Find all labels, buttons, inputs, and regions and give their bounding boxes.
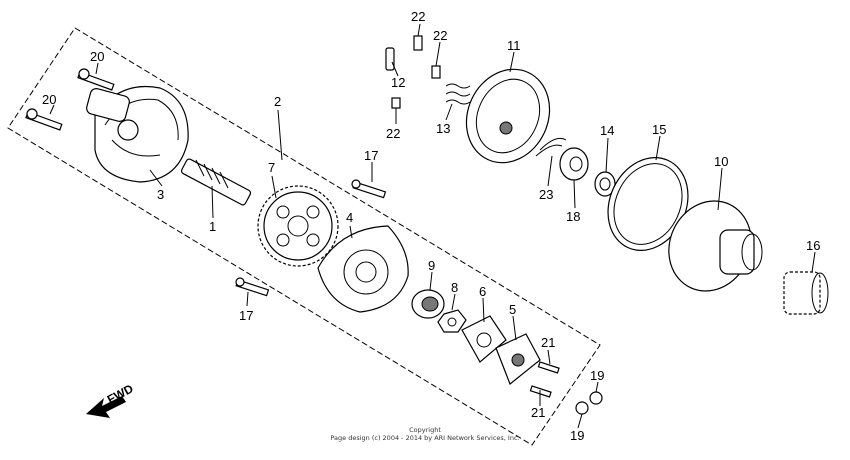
callout-21: 21 [531, 405, 545, 420]
assembly-outline [7, 27, 601, 446]
callout-6: 6 [479, 284, 486, 299]
callout-3: 3 [157, 187, 164, 202]
part-4-housing[interactable] [317, 225, 409, 313]
part-22-screw-c[interactable] [391, 97, 401, 109]
part-14-washer[interactable] [594, 171, 616, 197]
part-15-gasket[interactable] [593, 144, 702, 263]
part-18-collar[interactable] [559, 147, 589, 181]
callout-17: 17 [364, 148, 378, 163]
part-1-shaft[interactable] [180, 158, 252, 206]
part-13-spring[interactable] [445, 83, 471, 105]
part-9-bearing[interactable] [411, 289, 445, 319]
part-17-bolt-b[interactable] [235, 277, 270, 297]
callout-11: 11 [507, 38, 521, 53]
callout-15: 15 [652, 122, 666, 137]
callout-8: 8 [451, 280, 458, 295]
callout-22: 22 [433, 28, 447, 43]
part-17-bolt-a[interactable] [351, 179, 387, 199]
copyright-title: Copyright [409, 426, 441, 434]
part-22-screw-b[interactable] [431, 65, 441, 79]
part-6-plate[interactable] [461, 315, 507, 363]
callout-13: 13 [436, 121, 450, 136]
callout-19: 19 [590, 368, 604, 383]
part-3-cover[interactable] [85, 85, 189, 183]
part-16-gear[interactable] [783, 271, 829, 315]
fwd-arrow-icon [86, 396, 126, 418]
part-19-ring-a[interactable] [589, 391, 603, 405]
part-20-bolt-a[interactable] [77, 68, 115, 91]
part-12-pin[interactable] [385, 47, 395, 71]
callout-18: 18 [566, 209, 580, 224]
part-8-nut[interactable] [437, 309, 467, 333]
part-19-ring-b[interactable] [575, 401, 589, 415]
callout-7: 7 [268, 160, 275, 175]
callout-10: 10 [714, 154, 728, 169]
leader-lines [49, 23, 816, 429]
callout-9: 9 [428, 258, 435, 273]
part-10-hub[interactable] [654, 187, 765, 304]
callout-14: 14 [600, 123, 614, 138]
callout-23: 23 [539, 187, 553, 202]
part-20-bolt-b[interactable] [25, 108, 63, 131]
callout-2: 2 [274, 94, 281, 109]
callout-22: 22 [411, 9, 425, 24]
part-11-drum[interactable] [451, 56, 564, 177]
callout-20: 20 [90, 49, 104, 64]
callout-17: 17 [239, 308, 253, 323]
part-21-bolt-a[interactable] [537, 361, 560, 374]
callout-labels: 20 20 3 1 7 2 17 17 4 9 8 6 5 21 21 19 1… [42, 9, 820, 443]
callout-5: 5 [509, 302, 516, 317]
part-7-gear[interactable] [257, 185, 339, 267]
callout-4: 4 [346, 210, 353, 225]
copyright-notice: Page design (c) 2004 - 2014 by ARI Netwo… [330, 434, 519, 442]
part-23-clip[interactable] [535, 137, 567, 157]
callout-16: 16 [806, 238, 820, 253]
callout-21: 21 [541, 335, 555, 350]
callout-12: 12 [391, 75, 405, 90]
callout-20: 20 [42, 92, 56, 107]
part-22-screw-a[interactable] [413, 35, 423, 51]
callout-19: 19 [570, 428, 584, 443]
callout-1: 1 [209, 219, 216, 234]
part-21-bolt-b[interactable] [529, 385, 552, 398]
callout-22: 22 [386, 126, 400, 141]
